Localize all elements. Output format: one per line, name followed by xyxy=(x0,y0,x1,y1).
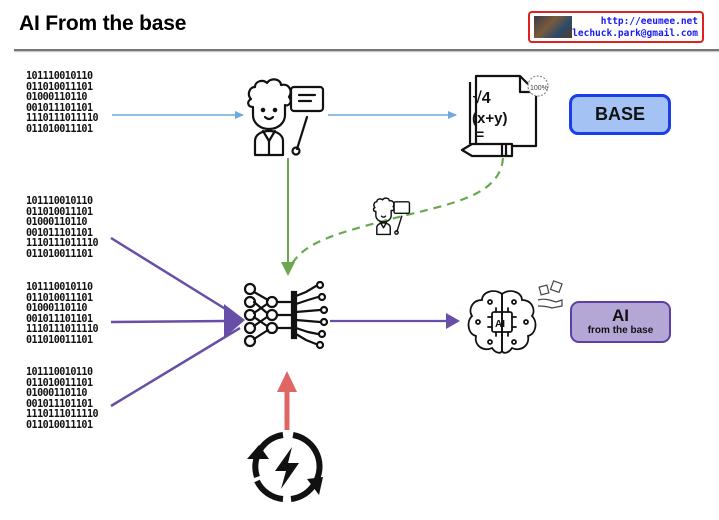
author-thumbnail xyxy=(534,16,572,38)
dice-hand-icon xyxy=(537,280,563,309)
base-label-box: BASE xyxy=(569,94,671,135)
base-label: BASE xyxy=(594,104,645,124)
title-divider xyxy=(14,49,719,51)
arrowhead-into-network xyxy=(224,304,245,338)
arrowhead-teacher-to-network xyxy=(281,262,295,276)
ai-label-box: AI from the base xyxy=(570,301,671,343)
page-title: AI From the base xyxy=(19,12,187,35)
math-formula-xy: (x+y) xyxy=(472,110,507,127)
math-document-icon xyxy=(460,74,549,158)
ai-brain-icon xyxy=(467,290,537,354)
arrow-data1-to-network xyxy=(110,236,241,320)
score-badge: 100% xyxy=(530,85,548,92)
credit-email[interactable]: lechuck.park@gmail.com xyxy=(572,28,698,39)
arrow-data2-to-network xyxy=(110,319,227,324)
teacher-icon xyxy=(247,78,325,157)
teacher-icon-small xyxy=(372,197,411,236)
math-formula-sqrt: √4 xyxy=(473,90,491,107)
math-formula-equals: = xyxy=(476,126,484,142)
ai-label: AI xyxy=(612,306,629,325)
arrowhead-energy-to-network xyxy=(277,371,297,392)
arrow-data3-to-network xyxy=(110,326,241,408)
energy-cycle-icon xyxy=(247,432,323,502)
ai-sublabel: from the base xyxy=(587,325,654,336)
credit-url[interactable]: http://eeumee.net xyxy=(600,16,698,27)
neural-network-icon xyxy=(243,280,329,350)
credit-badge: http://eeumee.net lechuck.park@gmail.com xyxy=(528,11,704,43)
ai-chip-text: AI xyxy=(495,319,505,330)
